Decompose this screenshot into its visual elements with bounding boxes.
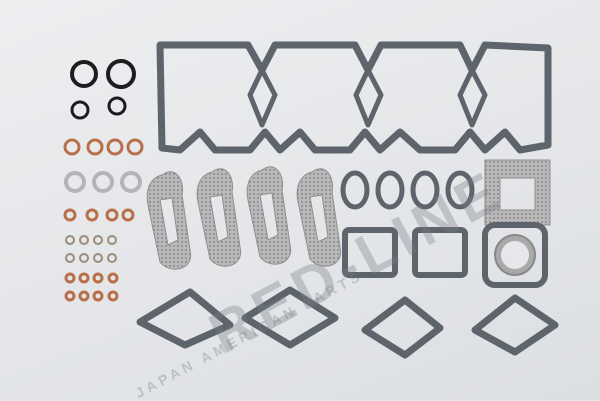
exhaust-manifold-gaskets (146, 166, 342, 270)
copper-washers (63, 138, 144, 302)
turbo-square-gasket (484, 159, 551, 226)
small-o-rings (65, 235, 117, 263)
small-flange-gaskets (340, 170, 475, 210)
round-flange-gasket (482, 222, 548, 288)
triangular-intake-gaskets (136, 286, 559, 359)
aluminum-rings (64, 171, 142, 193)
valve-cover-gaskets (156, 41, 552, 154)
black-o-rings (70, 59, 136, 120)
rectangular-port-gaskets (342, 227, 468, 278)
